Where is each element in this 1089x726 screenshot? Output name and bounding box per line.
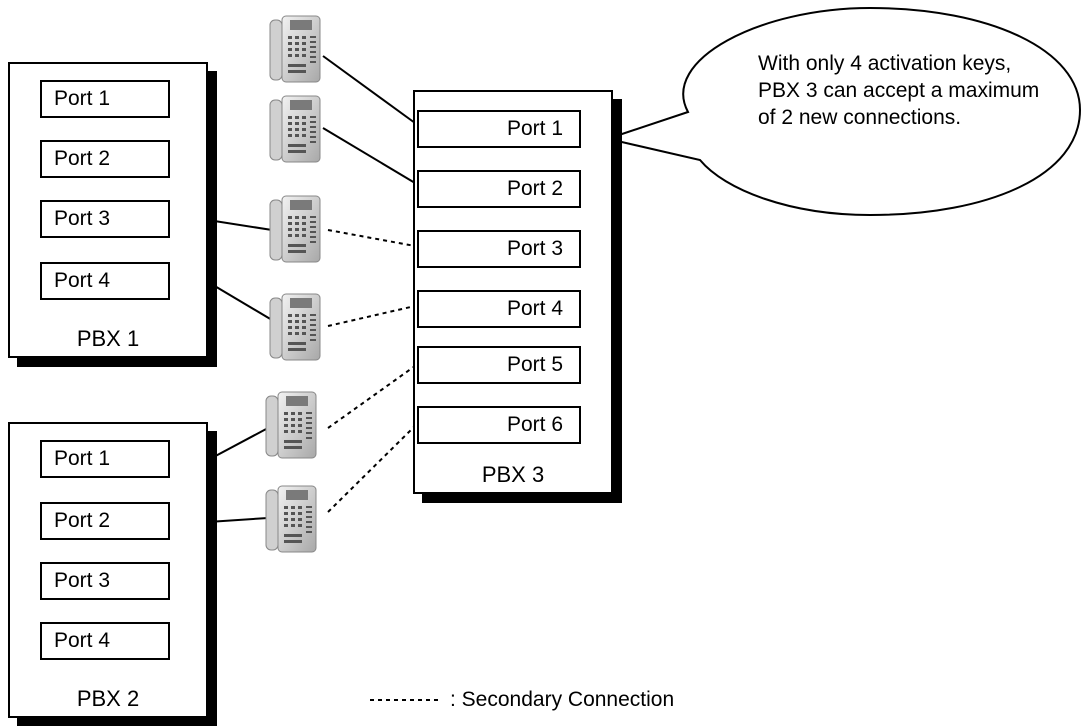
phone-icon	[268, 292, 322, 362]
pbx1-port-3: Port 3	[40, 200, 170, 238]
pbx3-port-4: Port 4	[417, 290, 581, 328]
pbx2-port-2: Port 2	[40, 502, 170, 540]
pbx3-port-3: Port 3	[417, 230, 581, 268]
pbx1-box: Port 1 Port 2 Port 3 Port 4 PBX 1	[8, 62, 208, 358]
pbx3-box: Port 1 Port 2 Port 3 Port 4 Port 5 Port …	[413, 90, 613, 494]
pbx3-label: PBX 3	[481, 462, 545, 487]
pbx3-port-1: Port 1	[417, 110, 581, 148]
pbx3-port-5: Port 5	[417, 346, 581, 384]
pbx3-port-2: Port 2	[417, 170, 581, 208]
pbx2-port-1: Port 1	[40, 440, 170, 478]
phone-icon	[264, 390, 318, 460]
pbx2-port-4: Port 4	[40, 622, 170, 660]
connection-line	[207, 427, 269, 461]
secondary-connection-line	[327, 365, 416, 429]
connection-line	[322, 55, 416, 124]
connection-line	[207, 219, 273, 231]
pbx1-label: PBX 1	[76, 326, 140, 351]
callout-text: With only 4 activation keys, PBX 3 can a…	[758, 52, 1040, 129]
pbx1-port-4: Port 4	[40, 262, 170, 300]
connection-line	[322, 127, 416, 184]
pbx2-port-3: Port 3	[40, 562, 170, 600]
pbx1-port-2: Port 2	[40, 140, 170, 178]
secondary-connection-line	[327, 305, 416, 327]
phone-icon	[264, 484, 318, 554]
pbx3-port-6: Port 6	[417, 406, 581, 444]
phone-icon	[268, 14, 322, 84]
pbx2-label: PBX 2	[76, 686, 140, 711]
pbx2-box: Port 1 Port 2 Port 3 Port 4 PBX 2	[8, 422, 208, 718]
phone-icon	[268, 194, 322, 264]
secondary-connection-line	[327, 229, 416, 247]
legend-text: : Secondary Connection	[450, 688, 675, 711]
pbx1-port-1: Port 1	[40, 80, 170, 118]
connection-line	[207, 281, 273, 321]
connection-line	[207, 517, 269, 523]
phone-icon	[268, 94, 322, 164]
